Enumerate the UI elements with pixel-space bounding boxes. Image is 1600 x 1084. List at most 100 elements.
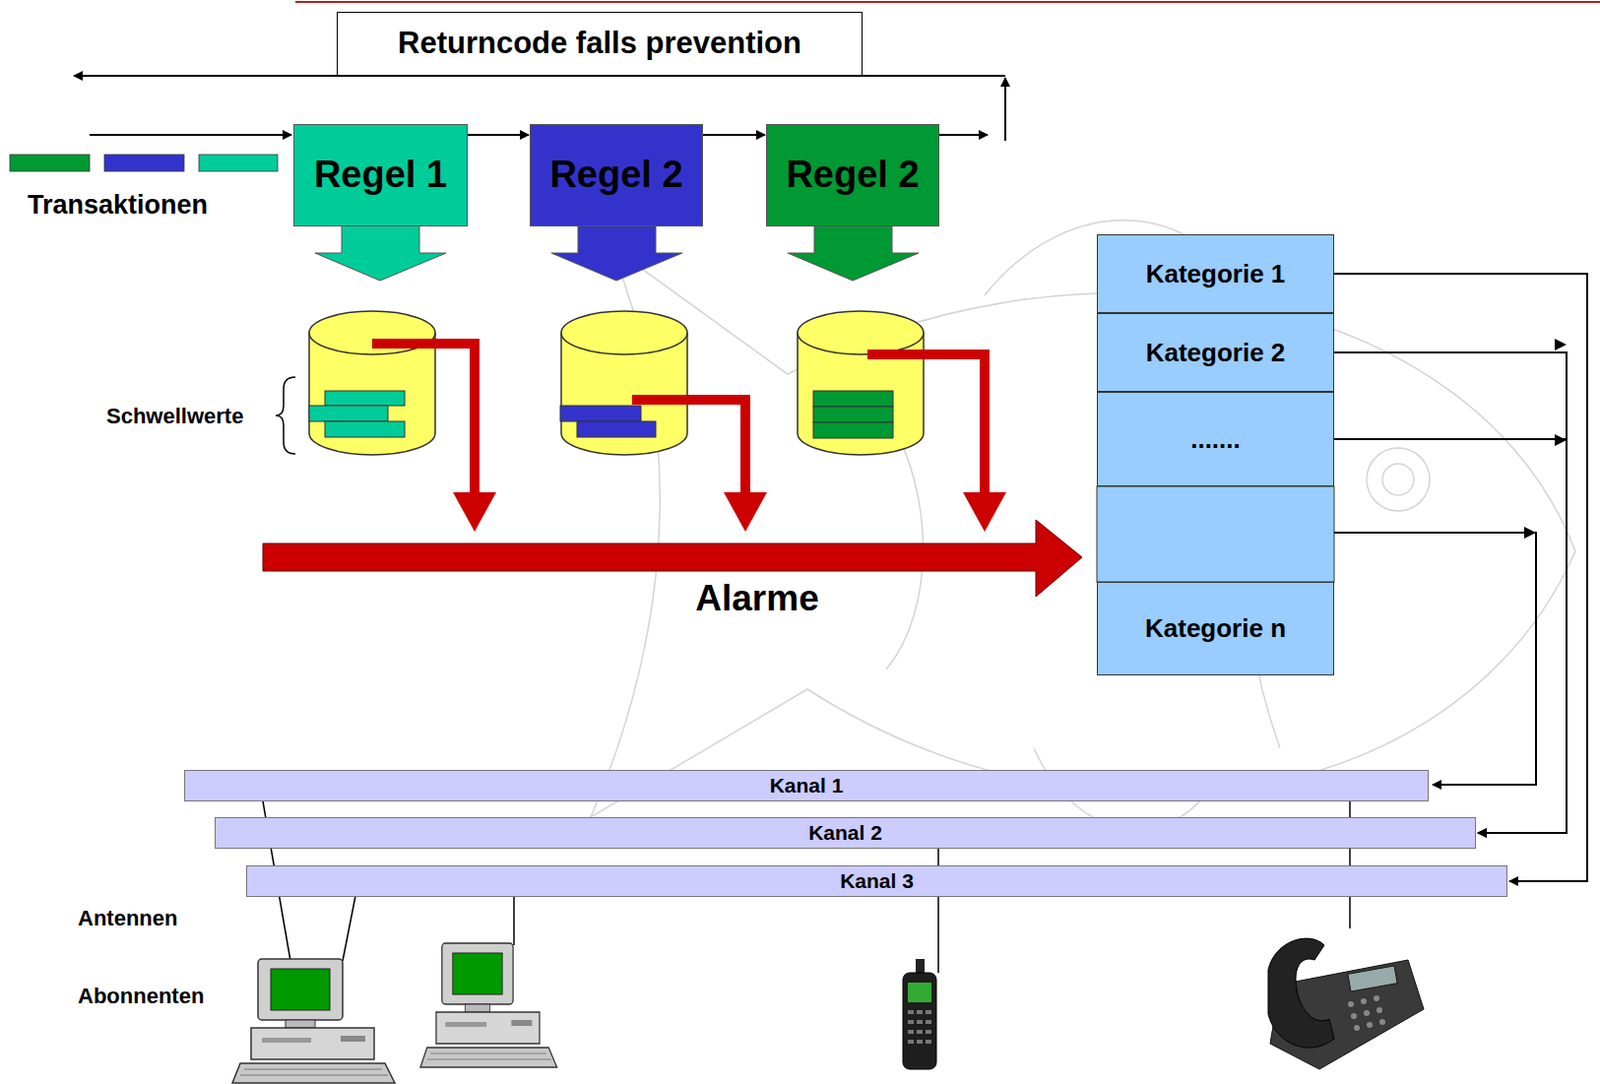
subscriber-phone xyxy=(1353,1024,1360,1031)
rule-box: Regel 2 xyxy=(766,124,940,227)
subscriber-phone xyxy=(1350,1013,1357,1020)
threshold-cylinders xyxy=(561,311,688,355)
subscriber-mobile xyxy=(925,1029,932,1034)
alarm-arrows xyxy=(262,519,1083,597)
caption-label: Antennen xyxy=(77,906,178,931)
empty-category-box xyxy=(1096,486,1335,582)
node-text: Regel 1 xyxy=(314,154,448,196)
subscriber-mobile xyxy=(907,1039,914,1044)
rule-arrow-tails xyxy=(315,225,919,281)
threshold-brace xyxy=(275,377,296,454)
threshold-bars xyxy=(813,422,894,439)
alarm-arrows xyxy=(632,399,746,495)
channel-bar: Kanal 3 xyxy=(246,865,1508,897)
node-text: Kategorie 2 xyxy=(1146,338,1286,368)
subscriber-computers xyxy=(420,943,558,1068)
alarm-arrows xyxy=(723,492,768,532)
rule-arrow-tails xyxy=(787,225,919,281)
fish-watermark xyxy=(1366,448,1430,512)
antenna-lines xyxy=(512,896,515,946)
subscriber-phone xyxy=(1268,938,1424,1070)
subscriber-mobile xyxy=(902,972,937,1070)
channel-bar: Kanal 2 xyxy=(214,817,1476,849)
category-box: ....... xyxy=(1096,391,1335,487)
transaction-bars xyxy=(9,154,90,172)
rule-arrow-tails xyxy=(551,225,683,281)
subscriber-mobile xyxy=(916,1039,923,1044)
node-text: Returncode falls prevention xyxy=(397,26,802,61)
threshold-bars xyxy=(309,390,894,439)
node-text: Kategorie n xyxy=(1145,614,1286,643)
threshold-bars xyxy=(576,421,656,438)
subscriber-mobile xyxy=(916,1029,923,1034)
flow-lines xyxy=(939,133,988,136)
threshold-bars xyxy=(813,406,894,423)
caption-label: Abonnenten xyxy=(77,984,204,1009)
connector xyxy=(467,133,529,136)
top-rule xyxy=(295,1,1600,3)
node-text: Kanal 1 xyxy=(769,773,844,797)
node-text: ....... xyxy=(1190,425,1241,454)
subscriber-computers xyxy=(232,959,395,1084)
channel-feed-lines xyxy=(1334,532,1536,785)
rule-box: Regel 2 xyxy=(529,124,704,227)
fish-watermark xyxy=(1382,463,1414,496)
connector xyxy=(1334,352,1567,833)
alarm-arrows xyxy=(867,354,985,495)
category-box: Kategorie n xyxy=(1096,581,1335,676)
subscriber-phone xyxy=(1347,995,1386,1031)
caption-label: Transaktionen xyxy=(27,191,208,221)
threshold-bars xyxy=(813,390,894,407)
subscriber-phone xyxy=(1347,965,1398,992)
subscriber-phone xyxy=(1376,1007,1383,1014)
subscriber-mobile xyxy=(907,982,932,1003)
subscriber-phone xyxy=(1366,1022,1373,1028)
subscriber-phone xyxy=(1363,1010,1370,1017)
subscriber-mobile xyxy=(916,1010,923,1015)
node-text: Regel 2 xyxy=(549,154,683,196)
threshold-bars xyxy=(309,405,388,422)
category-box: Kategorie 1 xyxy=(1096,234,1335,314)
threshold-bars xyxy=(560,405,641,422)
subscriber-phone xyxy=(1379,1019,1386,1025)
threshold-cylinders xyxy=(797,311,924,355)
antenna-lines xyxy=(342,896,356,961)
flow-lines xyxy=(1004,77,1007,141)
channel-feed-lines xyxy=(1334,532,1536,785)
fish-watermark xyxy=(590,246,1576,818)
category-box: Kategorie 2 xyxy=(1096,313,1335,392)
subscriber-mobile xyxy=(907,1020,914,1024)
node-text: Kategorie 1 xyxy=(1146,259,1286,289)
alarm-arrows xyxy=(452,492,497,532)
subscriber-mobile xyxy=(925,1039,932,1044)
caption-label: Schwellwerte xyxy=(106,404,244,429)
subscriber-phone xyxy=(1360,998,1367,1005)
node-text: Regel 2 xyxy=(785,154,919,196)
alarm-arrows xyxy=(372,343,475,495)
subscriber-mobile xyxy=(925,1020,932,1024)
subscriber-mobile xyxy=(902,959,937,1070)
rule-box: Regel 1 xyxy=(293,124,468,227)
notice-box: Returncode falls prevention xyxy=(336,11,863,76)
channel-bar: Kanal 1 xyxy=(184,769,1429,802)
threshold-bars xyxy=(324,390,405,406)
subscriber-mobile xyxy=(907,1029,914,1034)
subscriber-phone xyxy=(1373,995,1380,1002)
connector xyxy=(703,133,766,136)
subscriber-mobile xyxy=(916,1020,923,1024)
fish-watermark xyxy=(590,220,1576,830)
subscriber-phone xyxy=(1268,938,1335,1048)
subscriber-phone xyxy=(1347,1001,1354,1008)
node-text: Kanal 3 xyxy=(839,869,914,893)
subscriber-mobile xyxy=(907,1010,932,1044)
threshold-cylinders xyxy=(309,311,924,455)
threshold-bars xyxy=(324,421,405,438)
flow-lines xyxy=(89,133,292,136)
subscriber-mobile xyxy=(907,1010,914,1015)
node-text: Kanal 2 xyxy=(808,821,883,844)
alarm-arrows xyxy=(962,492,1007,532)
transaction-bars xyxy=(198,154,278,172)
alarm-arrows xyxy=(262,343,1083,597)
subscriber-mobile xyxy=(925,1010,932,1015)
